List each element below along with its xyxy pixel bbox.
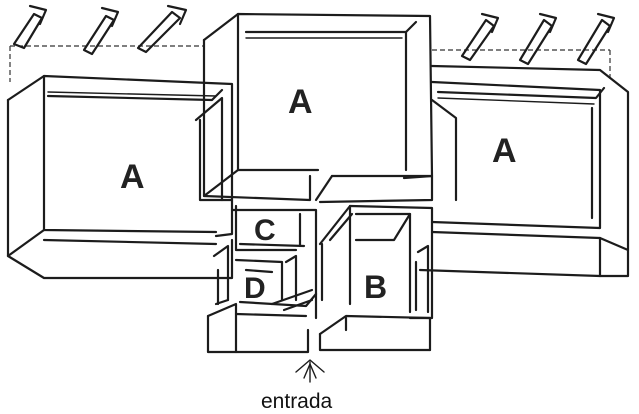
diagonal-arrow-icon	[82, 6, 120, 56]
roof-guides	[9, 45, 611, 82]
room-label-center-a: A	[288, 83, 313, 121]
room-label-d: D	[244, 272, 266, 305]
diagonal-arrow-icon	[460, 12, 500, 62]
room-label-c: C	[254, 214, 276, 247]
sun-arrows-right	[460, 12, 616, 66]
block-c-d	[206, 204, 318, 354]
block-right	[418, 64, 630, 278]
room-label-right-a: A	[492, 132, 517, 170]
room-label-b: B	[364, 269, 387, 305]
block-left	[6, 74, 234, 280]
diagonal-arrow-icon	[576, 12, 616, 66]
entrance-label: entrada	[261, 390, 333, 413]
up-arrow-icon	[295, 359, 325, 383]
sun-arrows-left	[12, 4, 188, 56]
diagonal-arrow-icon	[136, 4, 188, 54]
diagonal-arrow-icon	[518, 12, 558, 66]
room-label-left-a: A	[120, 158, 145, 196]
block-b	[318, 204, 434, 352]
block-center	[202, 12, 434, 204]
diagonal-arrow-icon	[12, 4, 48, 50]
